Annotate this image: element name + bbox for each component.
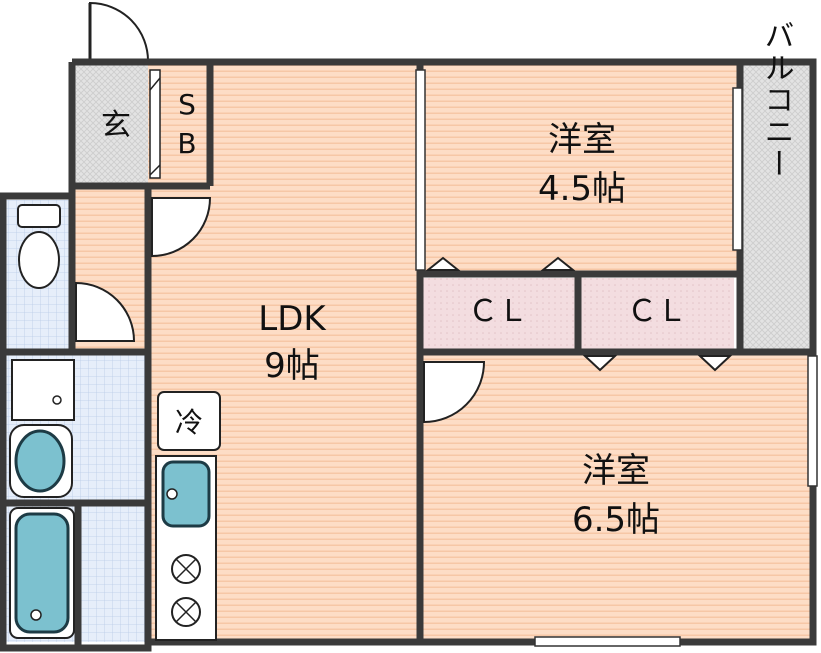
stove-burner-icon bbox=[171, 597, 201, 627]
sb-label-bottom: B bbox=[177, 127, 196, 160]
balcony-label: バルコニー bbox=[759, 20, 794, 180]
window-south bbox=[534, 636, 681, 647]
door-ldk bbox=[151, 197, 212, 258]
sink-icon bbox=[161, 460, 211, 528]
sb-label-top: S bbox=[178, 88, 196, 121]
balcony-floor bbox=[741, 64, 811, 350]
ldk-name: LDK bbox=[258, 299, 327, 339]
wash-basin-icon bbox=[9, 424, 73, 498]
western2-name: 洋室 bbox=[582, 451, 650, 491]
closet-doors bbox=[425, 256, 733, 372]
western1-floor bbox=[421, 64, 739, 272]
fridge-label: 冷 bbox=[175, 406, 203, 439]
fridge-space bbox=[157, 391, 221, 451]
genkan-label: 玄 bbox=[101, 108, 131, 143]
bathtub-icon bbox=[9, 507, 75, 639]
ldk-size: 9帖 bbox=[264, 346, 320, 386]
stove-burner-icon bbox=[171, 554, 201, 584]
window-east bbox=[807, 355, 818, 487]
western2-size: 6.5帖 bbox=[572, 500, 660, 540]
sb-doors bbox=[149, 69, 161, 179]
closet2-floor bbox=[581, 278, 734, 350]
entrance-door bbox=[88, 1, 150, 63]
closet1-label: ＣＬ bbox=[468, 294, 528, 329]
window-balcony bbox=[732, 87, 743, 251]
genkan-floor bbox=[75, 64, 161, 184]
door-western2 bbox=[423, 361, 486, 424]
closet2-label: ＣＬ bbox=[627, 294, 687, 329]
closet1-floor bbox=[421, 278, 576, 350]
door-toilet bbox=[75, 281, 136, 342]
toilet-icon bbox=[17, 204, 61, 289]
western1-size: 4.5帖 bbox=[538, 169, 626, 209]
washing-machine-icon bbox=[11, 359, 75, 421]
western1-name: 洋室 bbox=[548, 120, 616, 160]
western2-floor bbox=[421, 354, 811, 642]
window-western1-divider bbox=[415, 69, 426, 271]
outer-wall-left bbox=[0, 62, 152, 652]
